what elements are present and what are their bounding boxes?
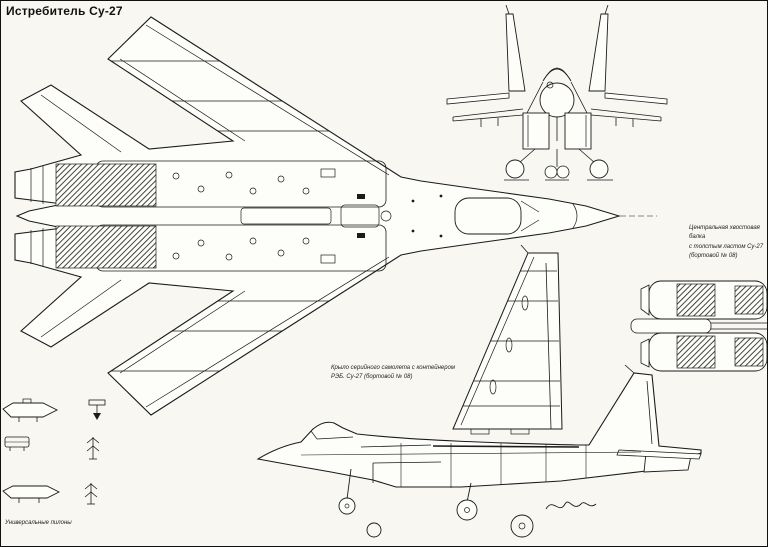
pylon-details-drawing: [2, 398, 106, 505]
wheel-detail: [366, 514, 534, 538]
front-view-drawing: [446, 4, 668, 181]
tail-boom-detail-drawing: [630, 280, 767, 372]
tail-boom-caption: Центральная хвостовая балка с толстым ла…: [689, 225, 764, 259]
wing-caption: Крыло серийного самолета с контейнером Р…: [331, 365, 456, 381]
side-view-drawing: [256, 364, 702, 521]
page-title: Истребитель Су-27: [6, 4, 123, 18]
fin-detail-drawing: [452, 244, 563, 435]
plan-view-drawing: [14, 16, 657, 416]
pylons-caption: Универсальные пилоны: [5, 520, 72, 526]
signature-mark: [545, 501, 597, 510]
